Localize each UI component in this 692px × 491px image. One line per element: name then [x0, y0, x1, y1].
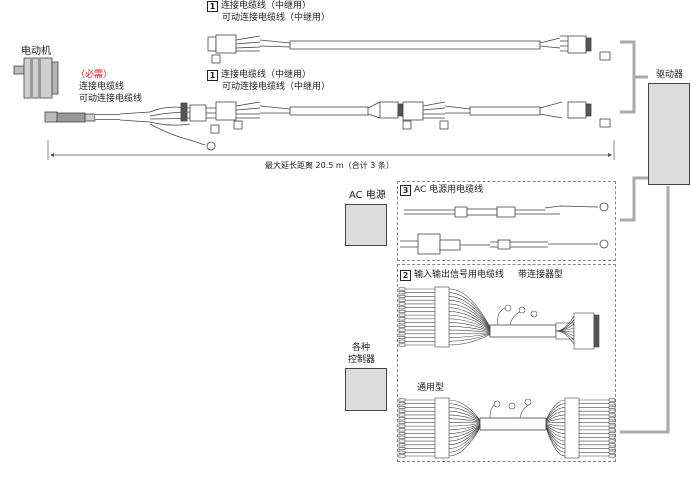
required-note: （必需） — [76, 70, 113, 80]
connection-cable-label-2: 可动连接电缆线 — [79, 94, 143, 104]
motor-label: 电动机 — [21, 46, 51, 57]
relay-cable-top-line1: 连接电缆线（中继用） — [221, 1, 312, 11]
controller-box — [345, 368, 387, 411]
general-type-label: 通用型 — [417, 383, 445, 393]
connection-brackets — [620, 40, 670, 434]
driver-box — [648, 83, 690, 185]
ac-cable-label-text: AC 电源用电缆线 — [414, 185, 484, 195]
relay-cable-mid-line2: 可动连接电缆线（中继用） — [222, 82, 331, 92]
io-cable-group — [397, 264, 616, 462]
cable-number-badge: 2 — [400, 270, 411, 281]
max-length-dimension — [47, 140, 615, 160]
ac-power-box — [345, 204, 387, 246]
motor-cable-illustration — [44, 102, 220, 151]
driver-label: 驱动器 — [656, 70, 684, 80]
ac-cable-group — [397, 181, 616, 261]
relay-cable-top-line2: 可动连接电缆线（中继用） — [222, 13, 331, 23]
cable-number-badge: 1 — [207, 70, 218, 81]
relay-cable-mid-line1: 连接电缆线（中继用） — [221, 70, 312, 80]
cable-number-badge: 3 — [400, 185, 411, 196]
motor-illustration — [13, 57, 59, 99]
max-length-note: 最大延长距离 20.5 m（合计 3 条） — [265, 161, 394, 170]
cable-number-badge: 1 — [207, 1, 218, 12]
relay-cable-mid-illustration — [215, 101, 611, 130]
ac-power-label: AC 电源 — [349, 190, 386, 201]
ac-cable-illustration — [400, 202, 609, 255]
relay-cable-top-illustration — [207, 34, 611, 64]
connection-cable-label-1: 连接电缆线 — [79, 82, 125, 92]
io-cable-connector-illustration — [398, 286, 600, 350]
io-cable-general-illustration — [398, 397, 616, 459]
controller-label-1: 各种 — [352, 343, 371, 353]
controller-label-2: 控制器 — [348, 355, 376, 365]
io-cable-label-text: 输入输出信号用电缆线 — [414, 270, 505, 280]
io-cable-connector-type: 带连接器型 — [518, 270, 564, 280]
